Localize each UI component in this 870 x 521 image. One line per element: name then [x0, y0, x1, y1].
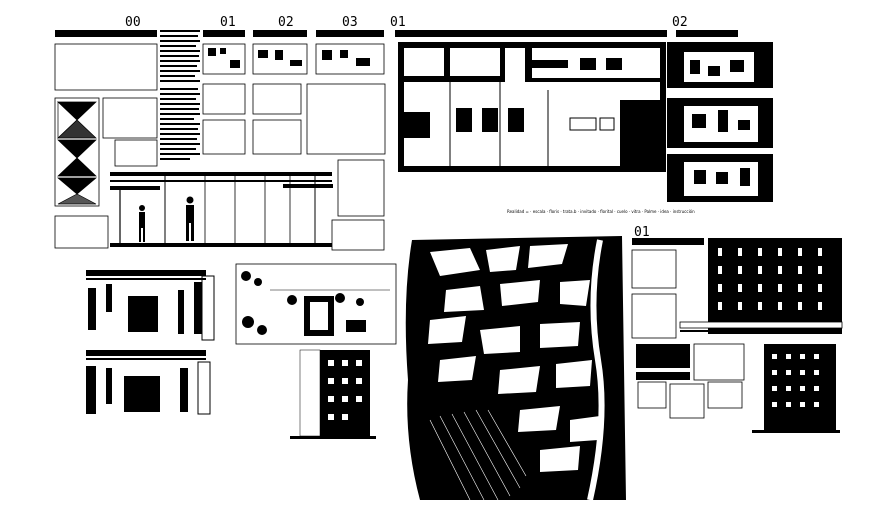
panel-label-00: 00: [125, 15, 141, 30]
detail-section-a: [86, 270, 215, 341]
panel-label-01-plan: 01: [390, 15, 406, 30]
panel-label-01: 01: [220, 15, 236, 30]
person-figure: [186, 196, 194, 241]
panel-label-02: 02: [278, 15, 294, 30]
site-plan-detail: [235, 263, 397, 345]
panel-label-01-right: 01: [634, 225, 650, 240]
panel-01: 01: [202, 15, 246, 155]
panel-label-03: 03: [342, 15, 358, 30]
plan-legend: Realidad = · escala · floris · trata.b ·…: [507, 209, 695, 214]
text-column: [160, 30, 200, 160]
floor-plan-01: 01: [390, 15, 667, 172]
panel-03: 03: [306, 15, 386, 251]
hatched-zone: [429, 409, 527, 501]
detail-section-b: [86, 350, 211, 415]
panel-00: 00: [54, 15, 333, 249]
person-figure: [139, 205, 145, 242]
elevation-00: [110, 172, 333, 247]
panel-label-02-right: 02: [672, 15, 688, 30]
panel-02: 02: [252, 15, 308, 155]
urban-site-map: [405, 236, 626, 501]
panel-01-right: 01: [631, 225, 843, 433]
panel-02-right: 02: [667, 15, 773, 202]
tile-grid: [54, 97, 100, 207]
building-elevation-small: [290, 349, 376, 439]
